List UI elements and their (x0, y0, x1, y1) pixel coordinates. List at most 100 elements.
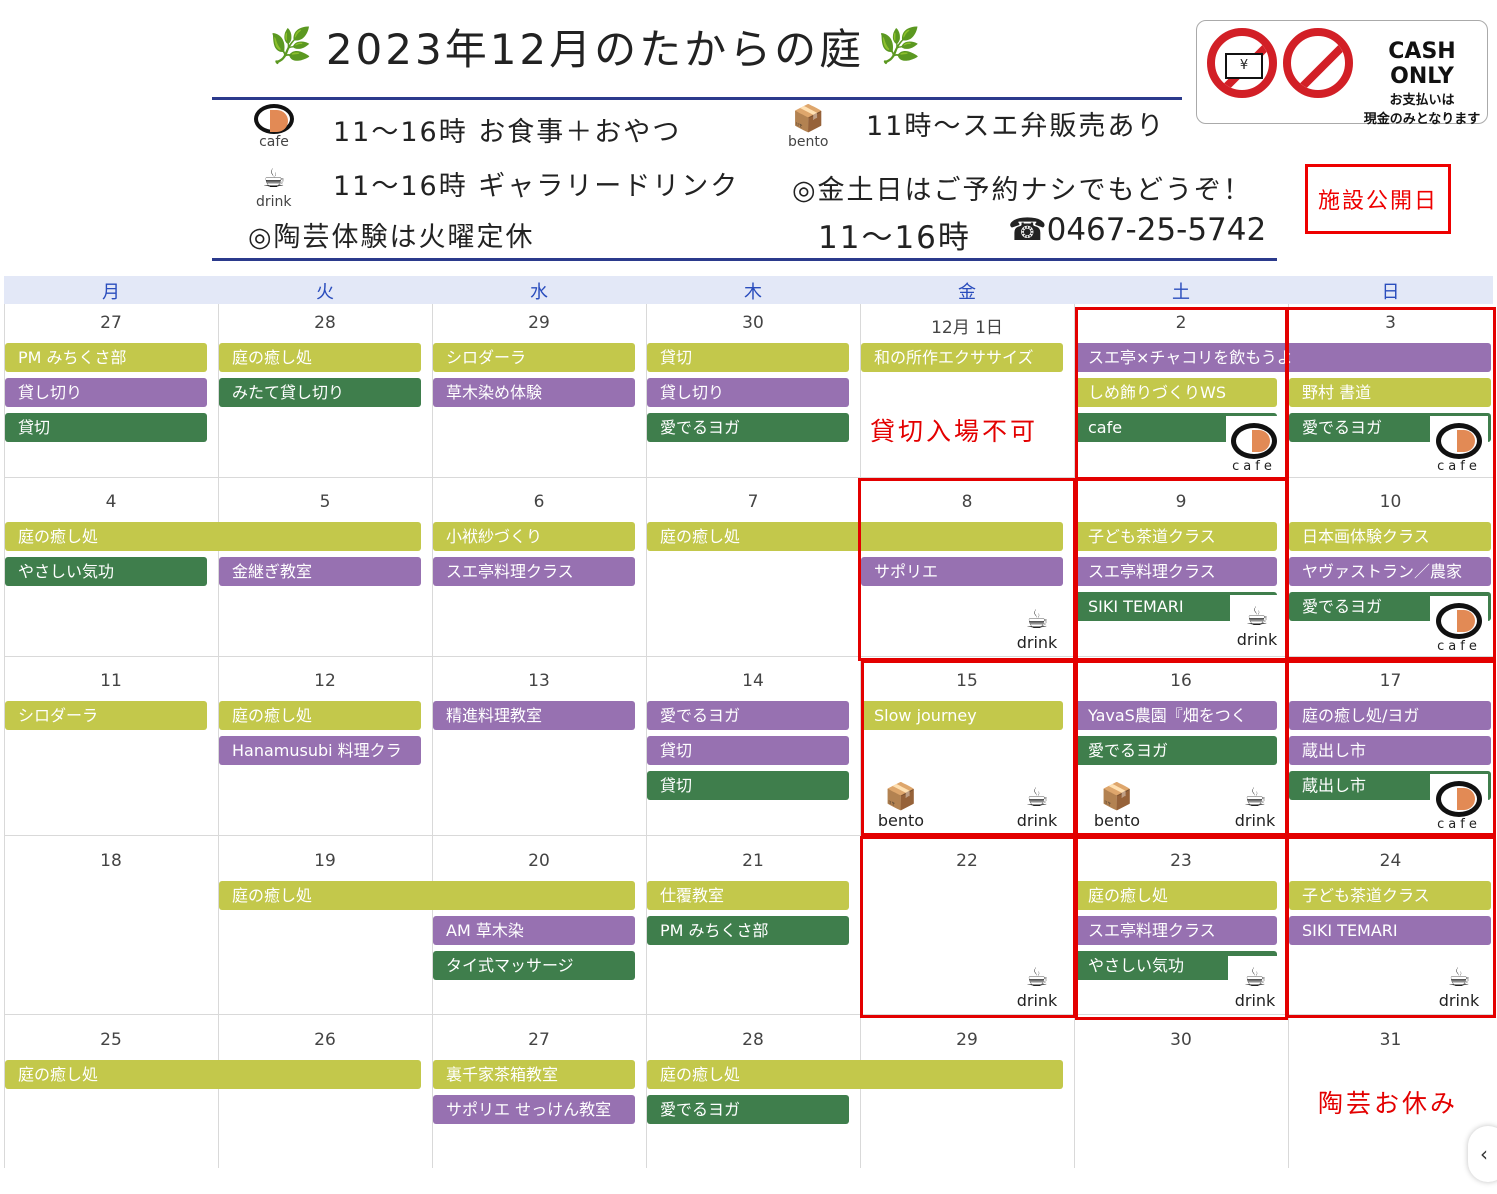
coffee-cup-icon: ☕ (1025, 783, 1049, 813)
drink-badge: ☕ drink (1010, 956, 1064, 1010)
event-chip[interactable]: 裏千家茶箱教室 (433, 1060, 635, 1089)
event-chip[interactable]: Hanamusubi 料理クラ (219, 736, 421, 765)
cash-only-sign: ¥ CASH ONLY お支払いは 現金のみとなります (1196, 20, 1488, 127)
cafe-badge-label: cafe (1437, 639, 1481, 654)
bento-box-icon: 📦 (884, 782, 918, 812)
event-chip[interactable]: しめ飾りづくりWS (1075, 378, 1277, 407)
event-chip[interactable]: 庭の癒し処 (647, 522, 1063, 551)
bento-legend-icon: 📦 bento (788, 104, 828, 150)
event-chip[interactable]: 愛でるヨガ (647, 413, 849, 442)
event-chip[interactable]: サポリエ せっけん教室 (433, 1095, 635, 1124)
event-chip[interactable]: 庭の癒し処 (5, 522, 421, 551)
event-chip[interactable]: 草木染め体験 (433, 378, 635, 407)
event-chip[interactable]: 仕覆教室 (647, 881, 849, 910)
date-label: 19 (314, 851, 336, 871)
event-chip[interactable]: 子ども茶道クラス (1075, 522, 1277, 551)
date-label: 7 (747, 492, 759, 512)
event-chip[interactable]: スエ亭料理クラス (1075, 916, 1277, 945)
event-chip[interactable]: 庭の癒し処/ヨガ (1289, 701, 1491, 730)
weekday-tue: 火 (218, 276, 432, 304)
cafe-badge: cafe (1430, 596, 1488, 654)
event-chip[interactable]: みたて貸し切り (219, 378, 421, 407)
grid-line (860, 304, 861, 1168)
event-chip[interactable]: ヤヴァストラン／農家 (1289, 557, 1491, 586)
facility-open-box (1286, 836, 1496, 1018)
date-label: 14 (742, 671, 764, 691)
event-chip[interactable]: 愛でるヨガ (1075, 736, 1277, 765)
event-chip[interactable]: 貸し切り (5, 378, 207, 407)
event-chip[interactable]: スエ亭料理クラス (1075, 557, 1277, 586)
event-chip[interactable]: 庭の癒し処 (219, 701, 421, 730)
event-chip[interactable]: スエ亭×チャコリを飲もうよ (1075, 343, 1491, 372)
event-chip[interactable]: スエ亭料理クラス (433, 557, 635, 586)
date-label: 31 (1379, 1030, 1402, 1050)
cafe-icon (254, 104, 294, 134)
info-bento: 11時～スエ弁販売あり (866, 111, 1166, 142)
event-chip[interactable]: 愛でるヨガ (647, 1095, 849, 1124)
event-chip[interactable]: 庭の癒し処 (647, 1060, 1063, 1089)
weekday-sat: 土 (1074, 276, 1288, 304)
event-chip[interactable]: AM 草木染 (433, 916, 635, 945)
event-chip[interactable]: PM みちくさ部 (5, 343, 207, 372)
event-chip[interactable]: 貸し切り (647, 378, 849, 407)
drink-badge: ☕ drink (1432, 956, 1486, 1010)
date-label: 11 (100, 671, 122, 691)
weekday-fri: 金 (860, 276, 1074, 304)
date-label: 23 (1170, 851, 1192, 871)
event-chip[interactable]: 庭の癒し処 (1075, 881, 1277, 910)
event-chip[interactable]: Slow journey (861, 701, 1063, 730)
event-chip[interactable]: PM みちくさ部 (647, 916, 849, 945)
date-label: 9 (1175, 492, 1187, 512)
event-chip[interactable]: 庭の癒し処 (219, 881, 635, 910)
facility-open-box (1075, 836, 1288, 1020)
drink-badge: ☕ drink (1010, 776, 1064, 830)
event-chip[interactable]: 小袱紗づくり (433, 522, 635, 551)
date-label: 8 (961, 492, 973, 512)
event-chip[interactable]: 金継ぎ教室 (219, 557, 421, 586)
date-label: 12月 1日 (931, 318, 1003, 338)
info-phone: ☎0467-25-5742 (1008, 212, 1267, 248)
event-chip[interactable]: 貸切 (5, 413, 207, 442)
cash-only-title: CASH ONLY (1388, 39, 1456, 89)
bento-badge: 📦 bento (1088, 774, 1146, 830)
grid-line (4, 656, 1494, 657)
bento-icon-label: bento (788, 134, 829, 150)
event-chip[interactable]: 貸切 (647, 771, 849, 800)
cafe-icon (1231, 423, 1277, 459)
facility-open-box (860, 836, 1076, 1018)
event-chip[interactable]: 蔵出し市 (1289, 736, 1491, 765)
event-chip[interactable]: 和の所作エクササイズ (861, 343, 1063, 372)
event-chip[interactable]: 庭の癒し処 (219, 343, 421, 372)
event-chip[interactable]: サポリエ (861, 557, 1063, 586)
leaf-icon: 🌿 (269, 26, 312, 66)
date-label: 5 (319, 492, 331, 512)
date-label: 21 (742, 851, 764, 871)
event-chip[interactable]: YavaS農園『畑をつく (1075, 701, 1277, 730)
drink-badge: ☕ drink (1010, 598, 1064, 652)
event-chip[interactable]: 貸切 (647, 736, 849, 765)
cafe-badge: cafe (1430, 416, 1488, 474)
date-label: 4 (105, 492, 117, 512)
event-chip[interactable]: シロダーラ (433, 343, 635, 372)
event-chip[interactable]: 野村 書道 (1289, 378, 1491, 407)
cafe-legend-icon: cafe (254, 104, 294, 150)
date-label: 16 (1170, 671, 1192, 691)
event-chip[interactable]: 貸切 (647, 343, 849, 372)
date-label: 30 (742, 313, 764, 333)
event-chip[interactable]: 精進料理教室 (433, 701, 635, 730)
event-chip[interactable]: 子ども茶道クラス (1289, 881, 1491, 910)
event-chip[interactable]: シロダーラ (5, 701, 207, 730)
event-chip[interactable]: 日本画体験クラス (1289, 522, 1491, 551)
event-chip[interactable]: 愛でるヨガ (647, 701, 849, 730)
coffee-cup-icon: ☕ (1243, 783, 1267, 813)
collapse-panel-button[interactable]: ‹ (1468, 1126, 1497, 1182)
drink-badge-label: drink (1016, 811, 1058, 830)
date-label: 28 (314, 313, 336, 333)
grid-line (646, 304, 647, 1168)
event-chip[interactable]: タイ式マッサージ (433, 951, 635, 980)
drink-badge: ☕ drink (1230, 595, 1284, 649)
date-label: 29 (528, 313, 550, 333)
event-chip[interactable]: SIKI TEMARI (1289, 916, 1491, 945)
event-chip[interactable]: やさしい気功 (5, 557, 207, 586)
event-chip[interactable]: 庭の癒し処 (5, 1060, 421, 1089)
